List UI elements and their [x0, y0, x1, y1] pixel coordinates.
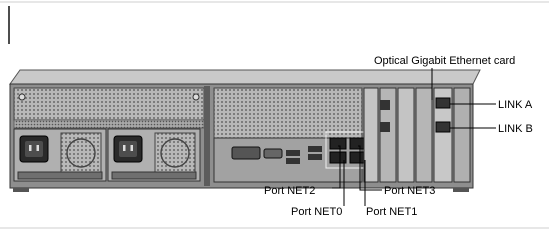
label-optical-card: Optical Gigabit Ethernet card	[374, 55, 515, 67]
io-panel-vent	[213, 87, 363, 139]
psu-handle	[111, 171, 197, 180]
usb-port-icon	[286, 158, 300, 164]
rj45-port-net0	[329, 151, 347, 164]
optical-link-b-connector	[435, 121, 451, 133]
screw-icon	[18, 93, 26, 101]
server-rear-diagram: Optical Gigabit Ethernet card LINK A LIN…	[0, 1, 549, 229]
label-net2: Port NET2	[264, 185, 315, 197]
serial-port-icon	[263, 148, 283, 159]
rj45-port-net2	[329, 137, 347, 150]
vent-grille-upper	[13, 87, 205, 121]
chassis-divider	[204, 86, 210, 186]
usb-port-icon	[286, 150, 300, 156]
screw-icon	[192, 93, 200, 101]
chassis-foot-left	[13, 188, 29, 192]
vga-port-icon	[231, 146, 261, 160]
leader-lines	[332, 68, 496, 206]
usb-port-icon	[308, 154, 322, 160]
label-net0: Port NET0	[291, 206, 342, 218]
fan-icon	[66, 138, 96, 168]
optical-link-a-connector	[435, 97, 451, 109]
fan-icon	[160, 138, 190, 168]
label-link-b: LINK B	[498, 123, 533, 135]
chassis	[9, 69, 481, 192]
chassis-top-edge	[9, 69, 481, 85]
psu-handle	[17, 171, 103, 180]
usb-port-icon	[308, 146, 322, 152]
diagram-stage: Optical Gigabit Ethernet card LINK A LIN…	[0, 1, 549, 229]
label-link-a: LINK A	[498, 99, 533, 111]
power-supply-2	[107, 128, 201, 182]
leader-net2	[332, 145, 341, 189]
label-net1: Port NET1	[366, 206, 417, 218]
vent-grille-middle	[13, 119, 205, 129]
chassis-foot-right	[453, 188, 469, 192]
power-supply-1	[13, 128, 107, 182]
label-net3: Port NET3	[384, 185, 435, 197]
pci-slots	[363, 87, 471, 183]
leader-net3	[358, 145, 382, 191]
